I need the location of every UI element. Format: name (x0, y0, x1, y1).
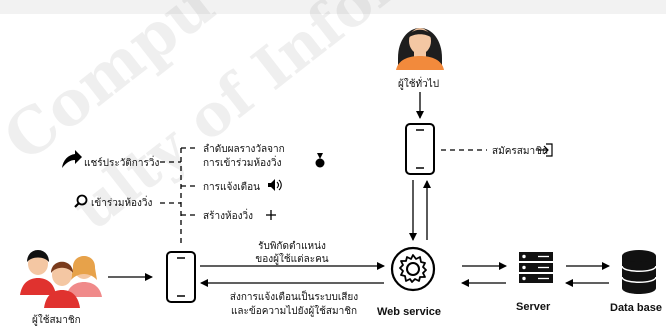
create-room-label: สร้างห้องวิ่ง (203, 211, 253, 222)
plus-icon (266, 210, 276, 220)
send-notification-label-1: ส่งการแจ้งเตือนเป็นระบบเสียง (229, 292, 359, 303)
general-user-avatar-icon (396, 28, 444, 70)
ranking-label-2: การเข้าร่วมห้องวิ่ง (203, 158, 282, 169)
medal-icon (315, 153, 325, 168)
server-label: Server (516, 301, 551, 313)
speaker-icon (268, 179, 282, 191)
member-phone-icon (166, 251, 196, 303)
ranking-label-1: ลำดับผลรางวัลจาก (203, 144, 285, 155)
share-history-label: แชร์ประวัติการวิ่ง (84, 158, 160, 169)
member-group-avatar-icon (20, 250, 102, 308)
register-label: สมัครสมาชิก (492, 146, 548, 157)
send-notification-label-2: และข้อความไปยังผู้ใช้สมาชิก (230, 306, 358, 317)
magnifier-icon (74, 194, 88, 208)
notification-label: การแจ้งเตือน (203, 182, 260, 193)
feature-tree-lines (160, 147, 199, 246)
general-user-label: ผู้ใช้ทั่วไป (398, 79, 440, 90)
share-arrow-icon (62, 150, 82, 168)
receive-location-label-1: รับพิกัดตำแหน่ง (258, 241, 326, 252)
top-band (0, 0, 666, 14)
general-user-phone-icon (405, 123, 435, 175)
database-icon (621, 250, 657, 294)
member-label: ผู้ใช้สมาชิก (32, 315, 81, 326)
web-service-gear-icon (390, 246, 436, 292)
receive-location-label-2: ของผู้ใช้แต่ละคน (255, 254, 329, 265)
server-icon (519, 252, 553, 283)
join-room-label: เข้าร่วมห้องวิ่ง (91, 198, 153, 209)
web-service-label: Web service (377, 306, 442, 318)
login-icon (538, 143, 553, 157)
database-label: Data base (610, 302, 662, 314)
